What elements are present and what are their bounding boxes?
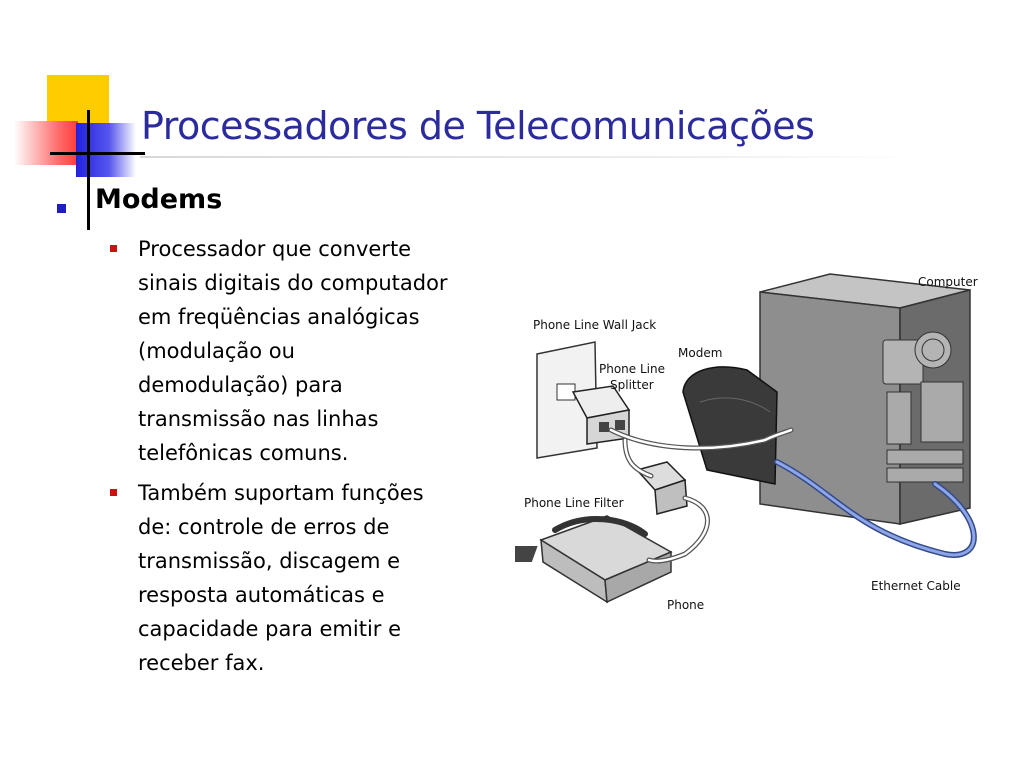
bullet-line: demodulação) para — [138, 373, 343, 397]
bullet-square-icon — [57, 204, 66, 213]
bullet-line: transmissão nas linhas — [138, 407, 379, 431]
bullet-line: receber fax. — [138, 651, 265, 675]
label-splitter-line2: Splitter — [610, 378, 654, 392]
telephone — [515, 515, 673, 604]
bullet-square-icon — [110, 245, 117, 252]
computer-tower — [759, 273, 971, 525]
label-computer: Computer — [918, 275, 978, 289]
wall-jack — [536, 341, 598, 459]
phone-line-filter — [635, 461, 688, 515]
cables — [608, 427, 977, 564]
logo-red-square — [14, 121, 78, 165]
bullet-line: transmissão, discagem e — [138, 549, 401, 573]
bullet-line: Processador que converte — [138, 237, 412, 261]
label-splitter: Phone Line — [599, 362, 665, 376]
label-phone: Phone — [667, 598, 704, 612]
modem-diagram: Computer Phone Line Wall Jack Modem Phon… — [515, 273, 978, 612]
bullet-line: sinais digitais do computador — [138, 271, 448, 295]
label-wall-jack: Phone Line Wall Jack — [533, 318, 656, 332]
logo-vertical-line — [87, 110, 90, 230]
label-ethernet: Ethernet Cable — [871, 579, 961, 593]
bullet-line: resposta automáticas e — [138, 583, 385, 607]
logo-blue-square — [76, 123, 136, 177]
bullet-line: (modulação ou — [138, 339, 295, 363]
bullet-line: Também suportam funções — [138, 481, 424, 505]
list-item: Processador que converte sinais digitais… — [110, 232, 510, 470]
bullet-line: em freqüências analógicas — [138, 305, 420, 329]
bullet-line: telefônicas comuns. — [138, 441, 349, 465]
bullet-line: capacidade para emitir e — [138, 617, 402, 641]
list-item: Também suportam funções de: controle de … — [110, 476, 510, 680]
label-modem: Modem — [678, 346, 722, 360]
slide-title: Processadores de Telecomunicações — [141, 104, 815, 148]
logo-horizontal-line — [50, 152, 145, 155]
bullet-list: Processador que converte sinais digitais… — [110, 232, 510, 686]
bullet-square-icon — [110, 489, 117, 496]
modem-device — [682, 366, 778, 485]
title-rule — [140, 156, 920, 158]
label-filter: Phone Line Filter — [524, 496, 624, 510]
slide-heading: Modems — [95, 184, 223, 215]
corner-logo — [0, 0, 150, 230]
bullet-line: de: controle de erros de — [138, 515, 390, 539]
